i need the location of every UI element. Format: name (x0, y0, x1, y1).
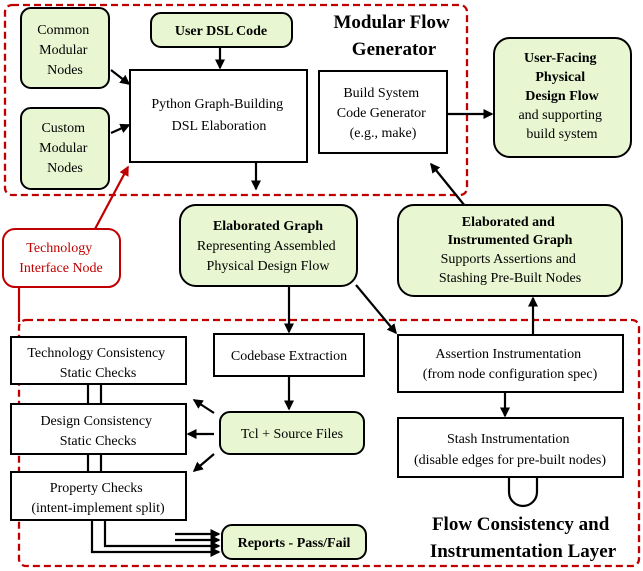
arrow-technology-to-generator (94, 165, 129, 230)
arrow-tcl-to-tech-checks (192, 399, 215, 414)
technology-interface-node-box (2, 228, 121, 288)
tcl-source-files-label: Tcl + Source Files (241, 427, 343, 442)
arrow-graph-to-assertion (355, 284, 397, 335)
assertion-instrumentation-label: Assertion Instrumentation (from node con… (423, 347, 598, 382)
design-consistency-checks-box (10, 403, 187, 455)
stash-instrumentation-box (397, 417, 624, 478)
assertion-instrumentation-box (397, 334, 624, 393)
user-facing-flow-title: User-Facing Physical Design Flow (524, 51, 600, 104)
connectors (17, 47, 539, 557)
codebase-extraction-box (213, 333, 365, 377)
instrumented-graph-title: Elaborated and Instrumented Graph (448, 215, 573, 248)
property-checks-label: Property Checks (intent-implement split) (31, 481, 165, 516)
arrow-tcl-to-property-checks (192, 453, 215, 472)
dsl-elaboration-label: Python Graph-Building DSL Elaboration (151, 97, 286, 134)
custom-modular-nodes-box (20, 107, 110, 190)
custom-modular-nodes-label: Custom Modular Nodes (39, 121, 91, 176)
arrow-custom-to-elaboration (110, 123, 131, 135)
elaborated-graph-box (179, 204, 358, 287)
codebase-extraction-label: Codebase Extraction (231, 349, 347, 364)
common-modular-nodes-label: Common Modular Nodes (37, 23, 93, 78)
user-dsl-code-label: User DSL Code (175, 24, 267, 39)
modular-flow-generator-region (3, 3, 469, 197)
user-dsl-code-box (150, 12, 293, 48)
property-checks-box (10, 471, 187, 521)
design-consistency-checks-label: Design Consistency Static Checks (40, 414, 155, 449)
reports-box (221, 524, 367, 560)
technology-consistency-checks-label: Technology Consistency Static Checks (27, 346, 168, 381)
dsl-elaboration-box (129, 69, 308, 163)
stash-instrumentation-label: Stash Instrumentation (disable edges for… (414, 432, 606, 468)
instrumented-graph-subtitle: Supports Assertions and Stashing Pre-Bui… (439, 252, 581, 286)
instrumented-graph-box (397, 204, 623, 297)
user-facing-flow-subtitle: and supporting build system (518, 108, 605, 142)
arrow-common-to-elaboration (110, 69, 131, 85)
arrow-design-checks-to-reports (103, 520, 221, 551)
elaborated-graph-title: Elaborated Graph (213, 219, 323, 234)
common-modular-nodes-box (20, 7, 110, 89)
build-system-generator-box (318, 70, 448, 154)
arrow-tech-checks-to-reports (90, 520, 221, 557)
flow-consistency-region (17, 318, 641, 568)
technology-interface-node-label: Technology Interface Node (19, 241, 103, 276)
tcl-source-files-box (219, 411, 365, 455)
elaborated-graph-subtitle: Representing Assembled Physical Design F… (197, 239, 339, 274)
arrow-instrumented-to-buildsys (430, 162, 466, 207)
user-facing-flow-box (493, 37, 632, 158)
build-system-generator-label: Build System Code Generator (e.g., make) (337, 86, 430, 141)
technology-consistency-checks-box (10, 336, 187, 385)
flow-consistency-title: Flow Consistency and Instrumentation Lay… (430, 514, 617, 562)
reports-label: Reports - Pass/Fail (238, 536, 351, 551)
stash-loop-connector (507, 477, 539, 508)
modular-flow-generator-title: Modular Flow Generator (333, 12, 454, 60)
